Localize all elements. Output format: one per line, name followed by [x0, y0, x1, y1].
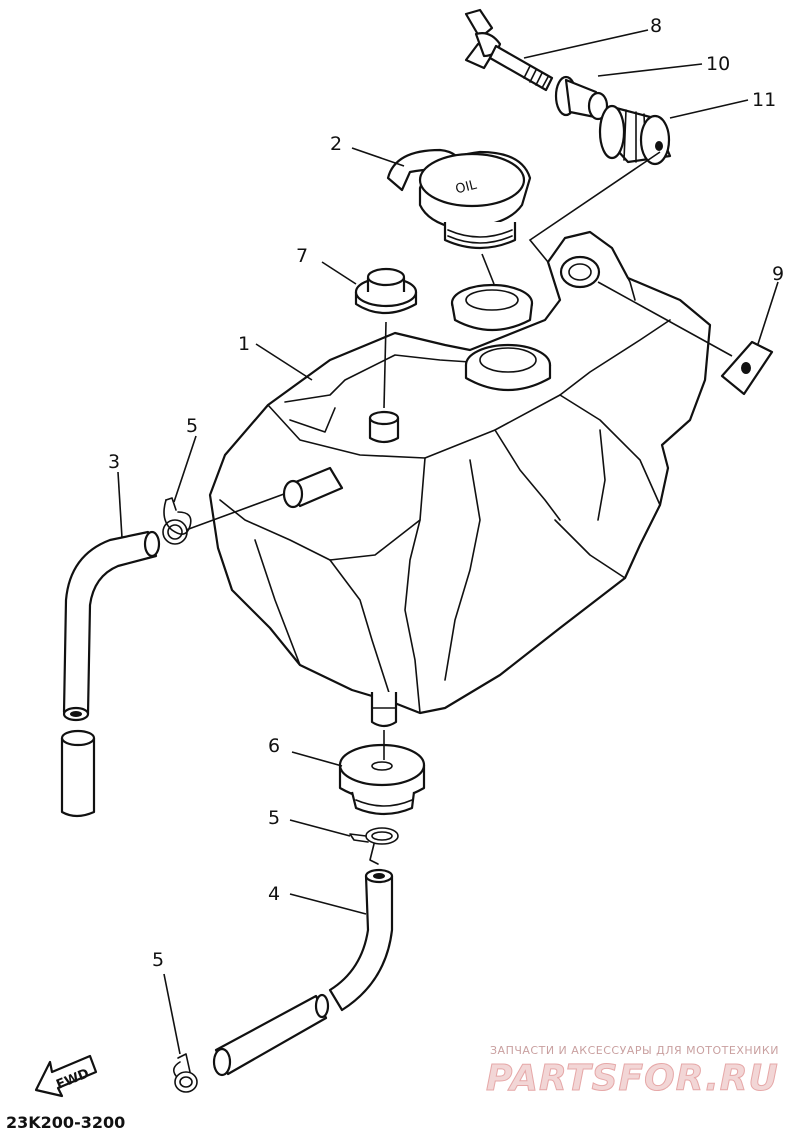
- callout-2: 2: [330, 133, 342, 155]
- callout-5-middle: 5: [268, 807, 280, 829]
- callout-5-lower: 5: [152, 949, 164, 971]
- diagram-code: 23K200-3200: [6, 1113, 125, 1132]
- callout-9: 9: [772, 263, 784, 285]
- watermark-logo-text: PARTSFOR.RU: [486, 1058, 779, 1099]
- callout-1: 1: [238, 333, 250, 355]
- clip-5-lower: [172, 1053, 198, 1093]
- bolt-8: [464, 8, 554, 92]
- watermark-tagline: ЗАПЧАСТИ И АКСЕССУАРЫ ДЛЯ МОТОТЕХНИКИ: [490, 1044, 779, 1057]
- grommet-7: [354, 267, 418, 314]
- clip-5-middle: [349, 827, 399, 865]
- fwd-arrow-icon: FWD: [34, 1054, 98, 1098]
- collar-10: [554, 75, 609, 121]
- callout-7: 7: [296, 245, 308, 267]
- leader-lines: [117, 29, 779, 1055]
- hose-3: [60, 530, 161, 818]
- callout-11: 11: [752, 89, 776, 111]
- callout-4: 4: [268, 883, 280, 905]
- cap-marking-text: OIL: [454, 177, 479, 197]
- washer-9: [720, 340, 774, 396]
- callout-5-upper: 5: [186, 415, 198, 437]
- clip-5-upper: [162, 497, 192, 545]
- callout-8: 8: [650, 15, 662, 37]
- damper-11: [598, 104, 672, 166]
- watermark-logo: ЗАПЧАСТИ И АКСЕССУАРЫ ДЛЯ МОТОТЕХНИКИ PA…: [486, 1044, 779, 1100]
- oil-tank: [208, 230, 712, 728]
- grommet-6: [338, 743, 426, 816]
- callout-numbers: 8 10 11 2 7 1 9 5 3 6 5 4 5: [108, 15, 784, 971]
- callout-6: 6: [268, 735, 280, 757]
- callout-10: 10: [706, 53, 730, 75]
- callout-3: 3: [108, 451, 120, 473]
- oil-cap: OIL: [386, 148, 534, 332]
- hose-4: [212, 868, 394, 1077]
